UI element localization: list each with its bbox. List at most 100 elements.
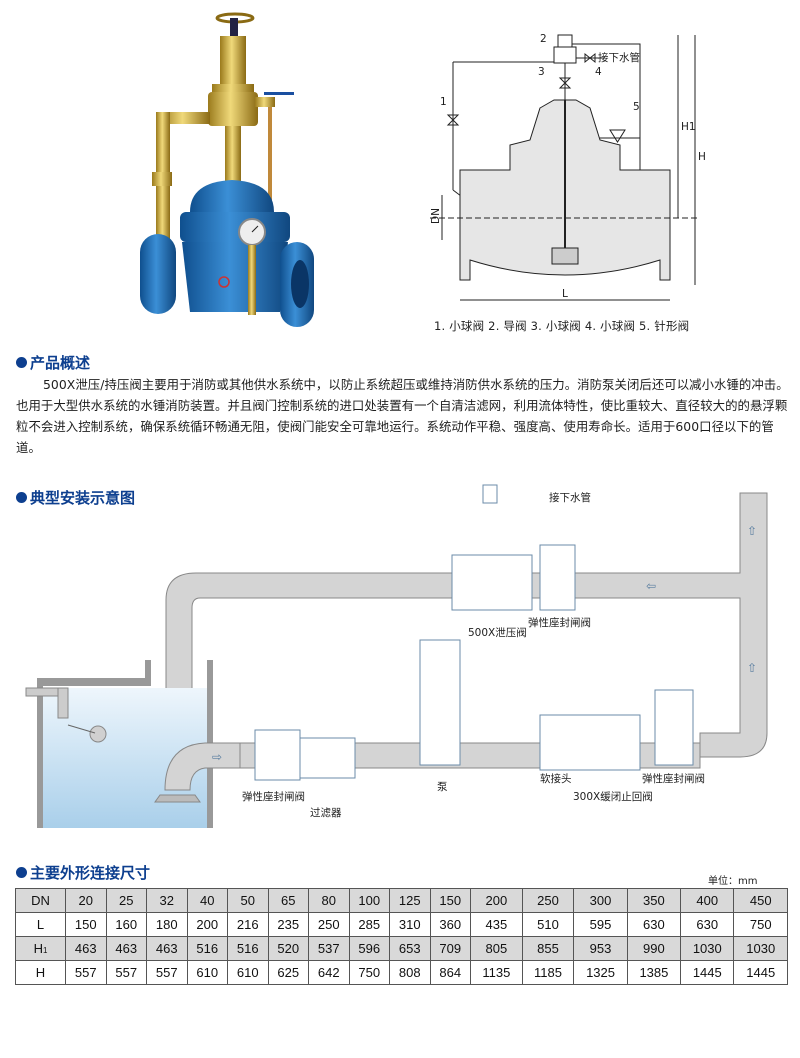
unit-label: 单位：mm [708,876,758,887]
table-cell: 20 [65,888,107,913]
table-cell: 709 [429,936,471,961]
table-cell: 855 [521,936,575,961]
table-cell: 1445 [680,960,735,985]
table-cell: 1030 [680,936,735,961]
table-cell: 557 [146,960,188,985]
table-cell: 610 [227,960,269,985]
drain-pipe-label: 接下水管 [549,491,591,504]
table-cell: 250 [308,912,350,937]
overview-paragraph: 500X泄压/持压阀主要用于消防或其他供水系统中，以防止系统超压或维持消防供水系… [16,377,789,455]
pilot-valve [553,46,577,64]
table-cell: 463 [65,936,107,961]
table-cell: 1325 [573,960,628,985]
bullet-icon [16,867,27,878]
table-cell: 450 [733,888,788,913]
callout-1: 1 [440,96,447,108]
table-cell: 65 [267,888,309,913]
table-cell: 285 [348,912,390,937]
table-cell: 463 [105,936,147,961]
table-cell: 537 [308,936,350,961]
svg-text:⇦: ⇦ [646,579,656,593]
table-cell: 557 [105,960,147,985]
table-cell: 250 [521,888,575,913]
table-cell: 516 [186,936,228,961]
dimension-drawing: 接下水管 DN H1 H L 2 3 4 1 5 [430,33,706,301]
table-cell: 750 [733,912,788,937]
table-cell: 300 [573,888,628,913]
table-cell: 350 [626,888,682,913]
table-cell: 216 [227,912,269,937]
pump [419,639,461,766]
table-cell: 1185 [521,960,575,985]
table-cell: 625 [267,960,309,985]
table-cell: 180 [146,912,188,937]
dn-dimension-label: DN [430,208,442,224]
callout-5: 5 [633,101,640,113]
table-cell: 596 [348,936,390,961]
ball-valve-4 [584,52,596,64]
row-header: L [15,912,66,937]
table-cell: 310 [389,912,431,937]
table-cell: 50 [227,888,269,913]
table-cell: 1030 [733,936,788,961]
table-cell: 150 [65,912,107,937]
callout-4: 4 [595,66,602,78]
table-cell: 595 [573,912,628,937]
table-cell: 150 [429,888,471,913]
bullet-icon [16,492,27,503]
table-cell: 100 [348,888,390,913]
table-cell: 125 [389,888,431,913]
dimensions-heading: 主要外形连接尺寸 [16,862,150,883]
table-cell: 360 [429,912,471,937]
relief-valve-label: 500X泄压阀 [468,626,527,639]
svg-text:⇨: ⇨ [212,750,222,764]
drawing-legend: 1. 小球阀 2. 导阀 3. 小球阀 4. 小球阀 5. 针形阀 [434,319,690,333]
table-cell: 25 [105,888,147,913]
table-cell: 750 [348,960,390,985]
table-cell: 516 [227,936,269,961]
top-pipe [165,492,768,758]
drain-label: 接下水管 [598,51,640,64]
table-cell: 400 [680,888,735,913]
installation-diagram: ⇨ ⇦ ⇧ ⇧ 接下水管 弹性座封闸阀 500X泄压阀 弹性座封闸阀 过滤器 泵… [25,484,768,828]
pilot-valve-spring [557,34,573,48]
table-cell: 642 [308,960,350,985]
table-cell: 610 [186,960,228,985]
check-valve-label: 300X缓闭止回阀 [573,790,653,803]
svg-text:⇧: ⇧ [747,524,757,538]
h-dimension-label: H [698,151,706,163]
table-cell: 630 [680,912,735,937]
installation-heading: 典型安装示意图 [16,487,135,508]
table-cell: 200 [470,888,523,913]
table-cell: 463 [146,936,188,961]
right-gate-valve-label: 弹性座封闸阀 [642,772,705,785]
table-cell: 520 [267,936,309,961]
table-cell: 160 [105,912,147,937]
table-cell: 1135 [470,960,523,985]
table-cell: 1445 [733,960,788,985]
table-cell: 200 [186,912,228,937]
table-cell: 435 [470,912,523,937]
table-cell: 953 [573,936,628,961]
needle-valve-5 [609,129,626,143]
row-header: DN [15,888,66,913]
overview-heading: 产品概述 [16,352,90,373]
table-cell: 630 [626,912,682,937]
svg-text:⇧: ⇧ [747,661,757,675]
flex-joint-label: 软接头 [540,772,572,785]
table-cell: 653 [389,936,431,961]
table-cell: 808 [389,960,431,985]
table-cell: 990 [626,936,682,961]
row-header: H1 [15,936,66,961]
strainer-label: 过滤器 [310,806,342,819]
pump-label: 泵 [437,781,448,793]
table-cell: 235 [267,912,309,937]
ball-valve-1 [446,114,460,126]
table-cell: 805 [470,936,523,961]
table-cell: 40 [186,888,228,913]
